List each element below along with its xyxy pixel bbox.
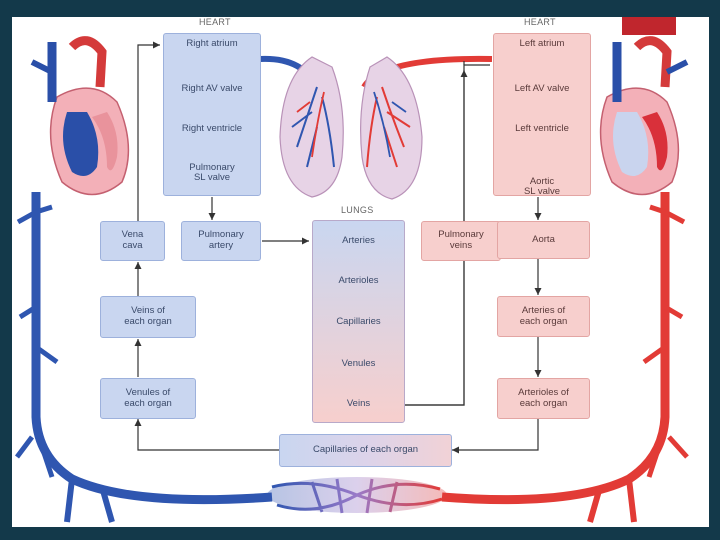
lungs-step-capillaries: Capillaries <box>336 316 381 327</box>
diagram-slide: HEART HEART LUNGS Right atrium Right AV … <box>12 17 709 527</box>
step-right-atrium: Right atrium <box>186 38 238 49</box>
circulation-illustration <box>15 36 689 523</box>
heading-heart-left: HEART <box>199 17 231 27</box>
box-aorta: Aorta <box>497 221 590 259</box>
box-vena-cava: Vena cava <box>100 221 165 261</box>
step-aortic-sl-valve: Aortic SL valve <box>523 176 561 198</box>
step-pulmonary-sl-valve: Pulmonary SL valve <box>189 162 235 184</box>
capillary-mesh <box>271 478 443 514</box>
lungs-step-venules: Venules <box>341 358 376 369</box>
lungs-column <box>312 220 405 423</box>
heart-illustration-right <box>599 36 689 196</box>
lungs-step-arterioles: Arterioles <box>338 275 379 286</box>
left-vein-vessel <box>31 192 273 505</box>
step-left-av-valve: Left AV valve <box>514 83 570 94</box>
right-artery-branch-upper <box>649 204 686 225</box>
lungs-illustration <box>279 56 423 200</box>
right-heart-column <box>163 33 261 196</box>
step-left-atrium: Left atrium <box>519 38 565 49</box>
right-artery-vessel <box>441 192 670 505</box>
heading-lungs: LUNGS <box>341 205 374 215</box>
box-capillaries-of-each-organ: Capillaries of each organ <box>279 434 452 467</box>
step-right-av-valve: Right AV valve <box>181 83 243 94</box>
pulmonary-veins-connector-top <box>377 227 465 406</box>
heading-heart-right: HEART <box>524 17 556 27</box>
box-arteries-of-each-organ: Arteries of each organ <box>497 296 590 337</box>
step-right-ventricle: Right ventricle <box>181 123 243 134</box>
right-leg-vessels <box>587 478 637 523</box>
box-venules-of-each-organ: Venules of each organ <box>100 378 196 419</box>
left-vein-branch-upper <box>16 204 53 225</box>
corner-tab <box>622 17 676 35</box>
box-pulmonary-artery: Pulmonary artery <box>181 221 261 261</box>
heart-illustration-left <box>30 36 130 196</box>
lungs-step-arteries: Arteries <box>342 235 375 246</box>
right-artery-branch-lower <box>642 304 689 478</box>
left-heart-column <box>493 33 591 196</box>
left-leg-vessels <box>64 478 115 523</box>
box-pulmonary-veins: Pulmonary veins <box>421 221 501 261</box>
left-vein-branch-lower <box>15 304 59 478</box>
lungs-step-veins: Veins <box>346 398 371 409</box>
box-arterioles-of-each-organ: Arterioles of each organ <box>497 378 590 419</box>
step-left-ventricle: Left ventricle <box>515 123 569 134</box>
box-veins-of-each-organ: Veins of each organ <box>100 296 196 338</box>
